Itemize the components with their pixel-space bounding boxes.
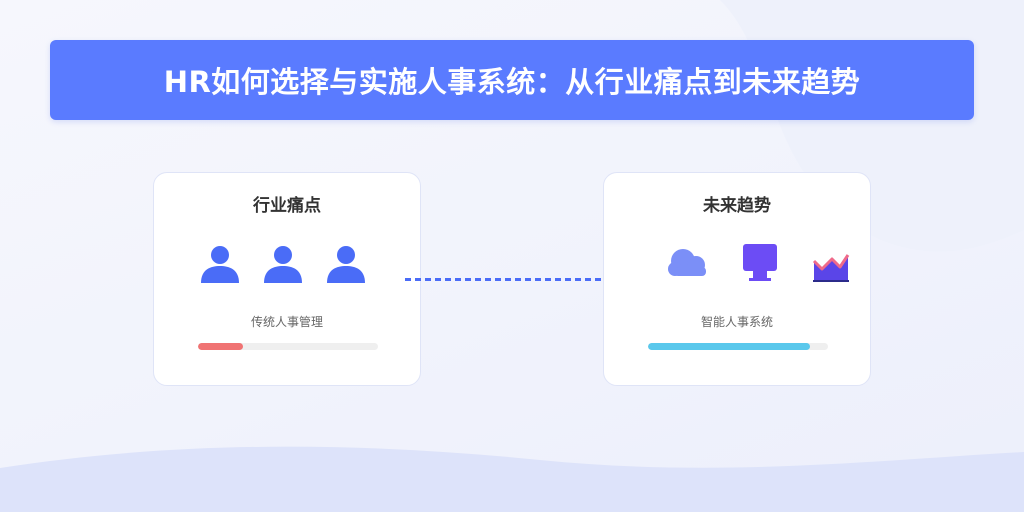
pain-point-caption: 传统人事管理 bbox=[250, 315, 323, 329]
user-icon bbox=[201, 246, 239, 283]
chart-icon bbox=[812, 254, 850, 282]
page-title: HR如何选择与实施人事系统：从行业痛点到未来趋势 bbox=[163, 65, 861, 99]
dashed-connector bbox=[405, 278, 603, 281]
cloud-icon bbox=[668, 249, 706, 276]
pain-point-card: 行业痛点 传统人事管理 bbox=[153, 172, 421, 386]
pain-point-progress-fill bbox=[198, 343, 243, 350]
pain-point-progress bbox=[198, 343, 378, 350]
background-wave bbox=[0, 420, 1024, 512]
trend-card-title: 未来趋势 bbox=[703, 196, 771, 216]
user-icon bbox=[327, 246, 365, 283]
pain-point-icons bbox=[154, 243, 420, 293]
title-banner: HR如何选择与实施人事系统：从行业痛点到未来趋势 bbox=[50, 40, 974, 120]
trend-card: 未来趋势 智能人事系统 bbox=[603, 172, 871, 386]
trend-progress bbox=[648, 343, 828, 350]
monitor-icon bbox=[743, 244, 777, 281]
trend-progress-fill bbox=[648, 343, 810, 350]
trend-icons bbox=[604, 243, 870, 293]
user-icon bbox=[264, 246, 302, 283]
pain-point-card-title: 行业痛点 bbox=[253, 196, 321, 216]
trend-caption: 智能人事系统 bbox=[700, 315, 773, 329]
